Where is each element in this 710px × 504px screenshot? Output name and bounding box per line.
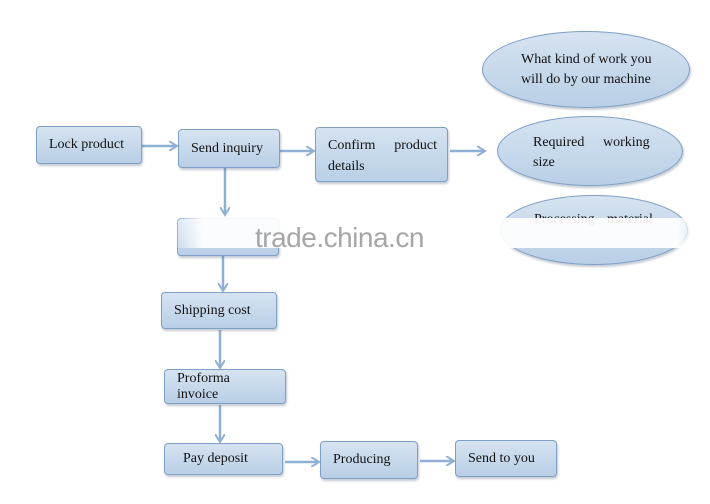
lock-product-box: Lock product [36, 126, 142, 164]
work-kind-ellipse: What kind of work you will do by our mac… [482, 31, 690, 108]
work-kind-line2: will do by our machine [521, 72, 651, 87]
proforma-invoice-box: Proforma invoice [164, 369, 286, 404]
size-word: size [533, 155, 555, 170]
send-to-you-label: Send to you [468, 450, 535, 466]
working-size-ellipse: Required working size [497, 116, 683, 186]
details-word: details [328, 159, 365, 174]
pay-deposit-label: Pay deposit [183, 451, 248, 466]
work-kind-line1: What kind of work you [521, 52, 652, 67]
shipping-cost-box: Shipping cost [161, 292, 277, 329]
shipping-cost-label: Shipping cost [174, 302, 251, 318]
confirm-word: Confirm [328, 138, 376, 153]
producing-box: Producing [320, 441, 418, 479]
working-word: working [603, 135, 650, 150]
confirm-product-details-box: Confirm product details [315, 127, 448, 182]
proforma-invoice-label: Proforma invoice [177, 370, 230, 402]
watermark-band [170, 218, 710, 248]
producing-label: Producing [333, 452, 391, 467]
pay-deposit-box: Pay deposit [164, 443, 283, 475]
lock-product-label: Lock product [49, 137, 125, 152]
watermark-text: trade.china.cn [255, 222, 424, 253]
product-word: product [394, 138, 437, 153]
send-to-you-box: Send to you [455, 440, 557, 477]
send-inquiry-box: Send inquiry [178, 129, 280, 168]
required-word: Required [533, 135, 585, 150]
send-inquiry-label: Send inquiry [191, 140, 263, 156]
